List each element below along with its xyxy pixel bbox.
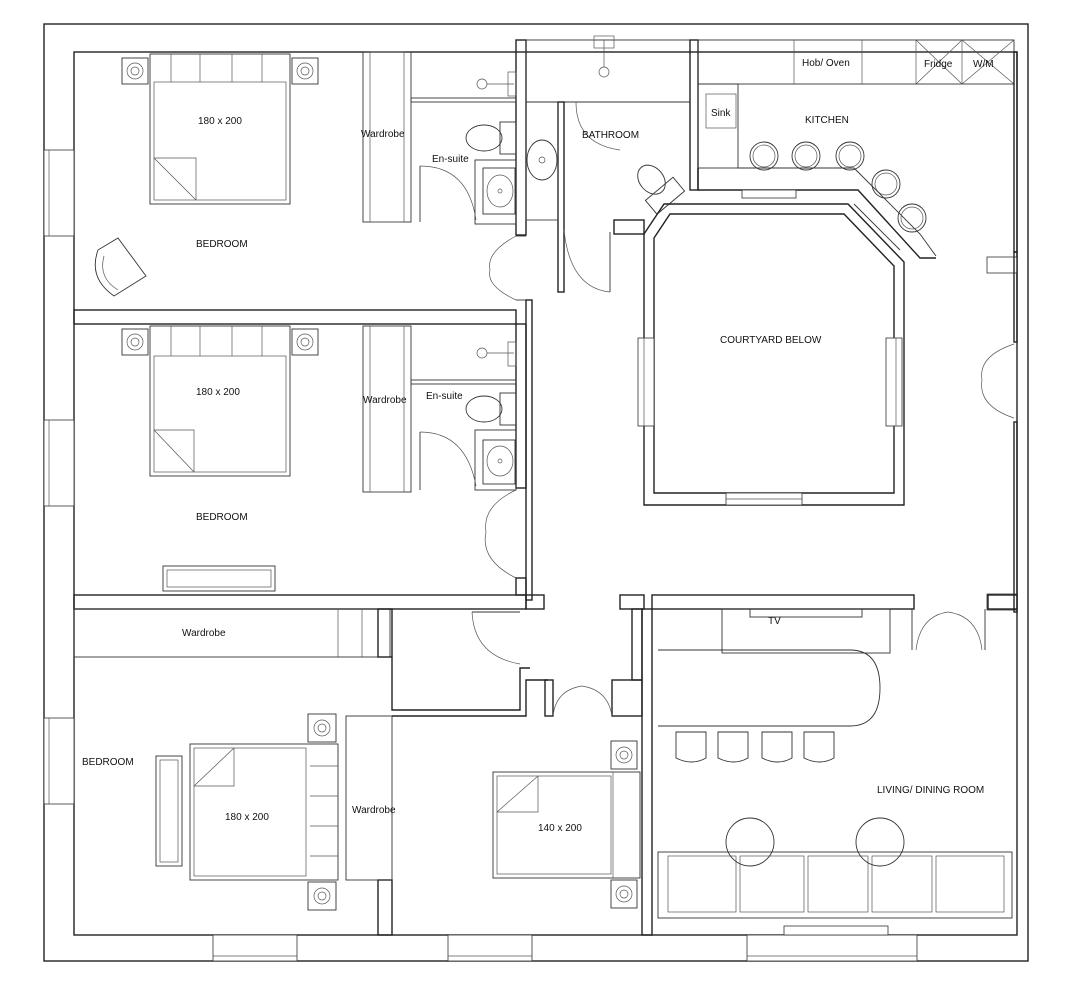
wm-label: W/M [973, 59, 994, 70]
courtyard: COURTYARD BELOW [637, 203, 905, 506]
wardrobe-4-label: Wardrobe [352, 805, 396, 816]
bed-4 [492, 740, 641, 909]
bed-3 [189, 713, 339, 911]
living-label: LIVING/ DINING ROOM [877, 785, 984, 796]
bed-4-size: 140 x 200 [538, 823, 582, 834]
corridor-doors-right [981, 251, 1018, 613]
exterior-windows [43, 149, 1018, 962]
courtyard-label: COURTYARD BELOW [720, 335, 822, 346]
ensuite-2: En-suite [410, 341, 517, 491]
bathroom-label: BATHROOM [582, 130, 639, 141]
sink-label: Sink [711, 108, 731, 119]
hob-label: Hob/ Oven [802, 58, 850, 69]
bedroom-1-label: BEDROOM [196, 239, 248, 250]
kitchen: Hob/ Oven Fridge W/M Sink KITCHEN [697, 39, 1018, 259]
bed-2-size: 180 x 200 [196, 387, 240, 398]
tv-label: TV [768, 616, 781, 627]
living-dining: TV LIVING/ DINING ROOM [651, 594, 1018, 936]
ensuite-1: En-suite [410, 71, 517, 225]
wardrobe-1-label: Wardrobe [361, 129, 405, 140]
ensuite-1-label: En-suite [432, 154, 469, 165]
bathroom: BATHROOM [525, 35, 699, 293]
bedroom-3-label: BEDROOM [82, 757, 134, 768]
bedroom-2-label: BEDROOM [196, 512, 248, 523]
fridge-label: Fridge [924, 59, 953, 70]
bed-3-size: 180 x 200 [225, 812, 269, 823]
wardrobe-2-label: Wardrobe [363, 395, 407, 406]
bed-1-size: 180 x 200 [198, 116, 242, 127]
kitchen-label: KITCHEN [805, 115, 849, 126]
bedroom-4: 140 x 200 [492, 740, 641, 909]
bedroom-3: Wardrobe BEDROOM 180 x 200 Wardrobe [73, 608, 396, 936]
bedroom-1: 180 x 200 Wardrobe BEDROOM [73, 39, 527, 325]
ensuite-2-label: En-suite [426, 391, 463, 402]
corridor-bottom [391, 594, 653, 936]
corridor-doors-left [484, 235, 533, 601]
wardrobe-3-label: Wardrobe [182, 628, 226, 639]
bedroom-2: 180 x 200 Wardrobe BEDROOM [73, 323, 527, 610]
bed-1 [121, 53, 319, 205]
bed-2 [121, 325, 319, 477]
